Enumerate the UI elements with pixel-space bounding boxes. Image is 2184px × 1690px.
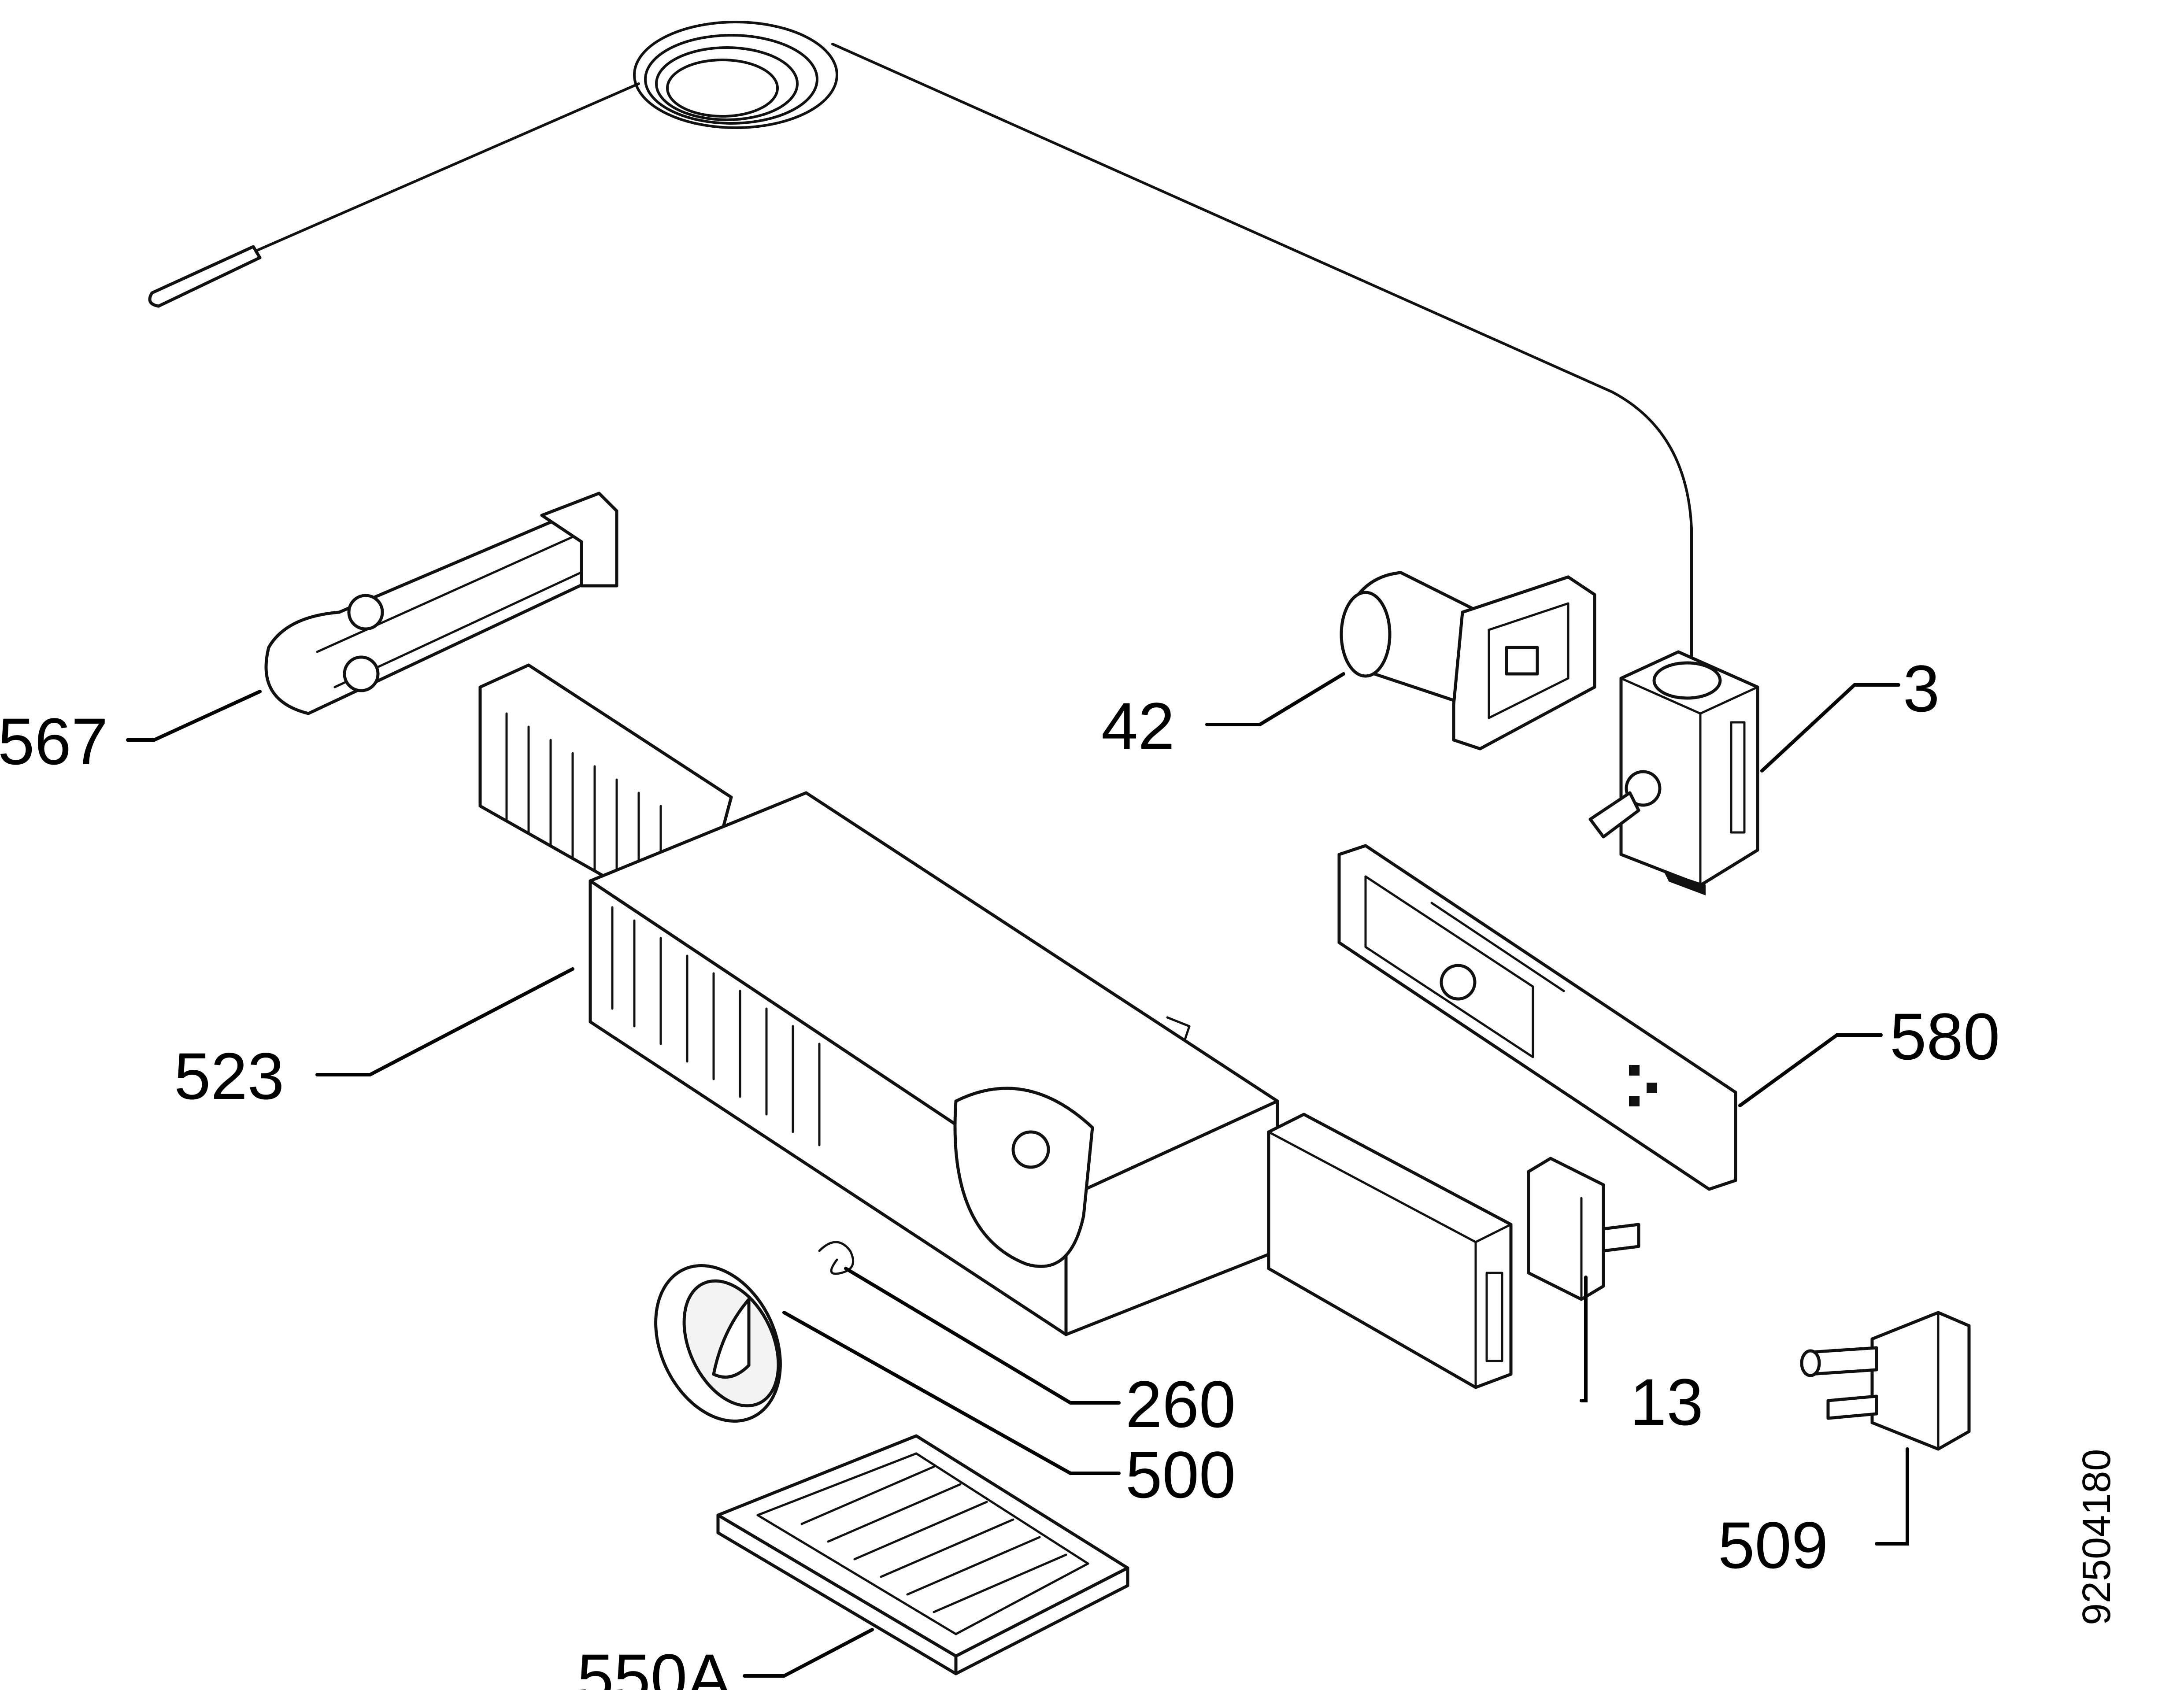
part-13-switch (1527, 1157, 1640, 1301)
label-13: 13 (1630, 1365, 1703, 1439)
label-42: 42 (1101, 689, 1175, 763)
label-260: 260 (1125, 1367, 1236, 1441)
drawing-number: 92504180 (2075, 1449, 2119, 1625)
part-260-clip (818, 1241, 855, 1275)
label-580: 580 (1890, 999, 2000, 1073)
label-509: 509 (1718, 1508, 1828, 1582)
callout-labels: 567 42 3 523 580 260 500 13 509 550A 925… (0, 651, 2119, 1690)
part-550a-grille (716, 1434, 1129, 1675)
label-3: 3 (1903, 651, 1940, 725)
part-523-housing (478, 663, 1279, 1336)
label-523: 523 (174, 1039, 284, 1113)
label-567: 567 (0, 704, 108, 778)
leader-lines (126, 672, 1909, 1678)
part-567-bracket (264, 492, 618, 715)
capillary-tube (148, 21, 1693, 662)
part-509-connector (1800, 1311, 1971, 1451)
label-550a: 550A (577, 1640, 731, 1690)
part-500-knob (654, 1264, 782, 1423)
lamp-cover (1267, 1113, 1513, 1389)
label-500: 500 (1125, 1438, 1236, 1512)
part-42-lamp-holder (1340, 571, 1596, 751)
part-580-panel (1337, 844, 1737, 1191)
part-3-thermostat (1588, 650, 1759, 895)
